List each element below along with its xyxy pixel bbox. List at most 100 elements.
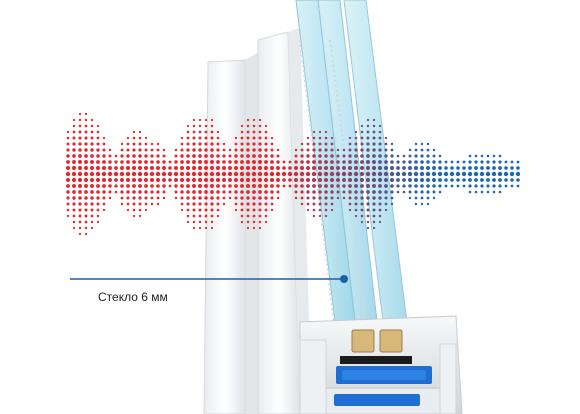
wave-dot — [204, 148, 208, 152]
wave-dot — [186, 136, 190, 140]
wave-dot — [401, 171, 407, 177]
wave-dot — [384, 148, 388, 152]
wave-dot — [240, 142, 244, 146]
wave-dot — [107, 171, 113, 177]
wave-dot — [66, 148, 70, 152]
wave-dot — [305, 165, 311, 171]
wave-dot — [198, 136, 202, 140]
wave-dot — [456, 184, 460, 188]
wave-dot — [192, 136, 196, 140]
wave-dot — [323, 177, 329, 183]
wave-dot — [78, 184, 82, 188]
wave-dot — [263, 177, 269, 183]
wave-dot — [215, 165, 221, 171]
wave-dot — [246, 196, 250, 200]
wave-dot — [216, 208, 220, 212]
wave-dot — [330, 160, 334, 164]
wave-dot — [216, 190, 220, 194]
wave-dot — [378, 160, 382, 164]
wave-dot — [372, 136, 376, 140]
wave-dot — [264, 142, 268, 146]
wave-dot — [396, 178, 400, 182]
wave-dot — [89, 177, 95, 183]
wave-dot — [138, 142, 142, 146]
wave-dot — [245, 165, 251, 171]
wave-dot — [282, 184, 286, 188]
wave-dot — [371, 171, 377, 177]
wave-dot — [342, 148, 346, 152]
wave-dot — [492, 178, 496, 182]
wave-dot — [108, 166, 112, 170]
wave-dot — [186, 160, 190, 164]
wave-dot — [456, 178, 460, 182]
wave-dot — [389, 171, 395, 177]
wave-dot — [246, 202, 250, 206]
wave-dot — [197, 165, 203, 171]
wave-dot — [360, 184, 364, 188]
wave-dot — [78, 232, 82, 236]
wave-dot — [246, 226, 250, 230]
wave-dot — [372, 160, 376, 164]
wave-dot — [162, 196, 166, 200]
wave-dot — [258, 214, 262, 218]
wave-dot — [252, 118, 256, 122]
wave-dot — [474, 160, 478, 164]
wave-dot — [330, 184, 334, 188]
wave-dot — [408, 154, 412, 158]
wave-dot — [384, 142, 388, 146]
wave-dot — [311, 177, 317, 183]
wave-dot — [222, 154, 226, 158]
wave-dot — [300, 166, 304, 170]
wave-dot — [90, 196, 94, 200]
wave-dot — [270, 202, 274, 206]
wave-dot — [150, 160, 154, 164]
wave-dot — [204, 196, 208, 200]
wave-dot — [132, 154, 136, 158]
wave-dot — [306, 160, 310, 164]
wave-dot — [485, 171, 491, 177]
wave-dot — [336, 148, 340, 152]
wave-dot — [378, 136, 382, 140]
wave-dot — [294, 196, 298, 200]
wave-dot — [360, 136, 364, 140]
wave-dot — [84, 220, 88, 224]
wave-dot — [365, 177, 371, 183]
wave-dot — [354, 214, 358, 218]
wave-dot — [288, 178, 292, 182]
wave-dot — [468, 190, 472, 194]
wave-dot — [354, 142, 358, 146]
wave-dot — [378, 148, 382, 152]
wave-dot — [426, 154, 430, 158]
wave-dot — [162, 166, 166, 170]
wave-dot — [474, 190, 478, 194]
wave-dot — [96, 196, 100, 200]
wave-dot — [95, 165, 101, 171]
wave-dot — [498, 166, 502, 170]
wave-dot — [150, 154, 154, 158]
wave-dot — [78, 124, 82, 128]
wave-dot — [510, 160, 514, 164]
wave-dot — [323, 165, 329, 171]
wave-dot — [305, 177, 311, 183]
wave-dot — [420, 196, 424, 200]
wave-dot — [210, 190, 214, 194]
wave-dot — [78, 190, 82, 194]
wave-dot — [222, 148, 226, 152]
wave-dot — [71, 165, 77, 171]
wave-dot — [468, 184, 472, 188]
wave-dot — [252, 124, 256, 128]
wave-dot — [258, 154, 262, 158]
wave-dot — [324, 148, 328, 152]
wave-dot — [390, 178, 394, 182]
wave-dot — [240, 202, 244, 206]
wave-dot — [486, 178, 490, 182]
wave-dot — [132, 136, 136, 140]
wave-dot — [366, 154, 370, 158]
wave-dot — [312, 208, 316, 212]
wave-dot — [516, 184, 520, 188]
wave-dot — [209, 171, 215, 177]
wave-dot — [150, 190, 154, 194]
wave-dot — [396, 184, 400, 188]
base-profile — [299, 315, 463, 414]
wave-dot — [174, 178, 178, 182]
